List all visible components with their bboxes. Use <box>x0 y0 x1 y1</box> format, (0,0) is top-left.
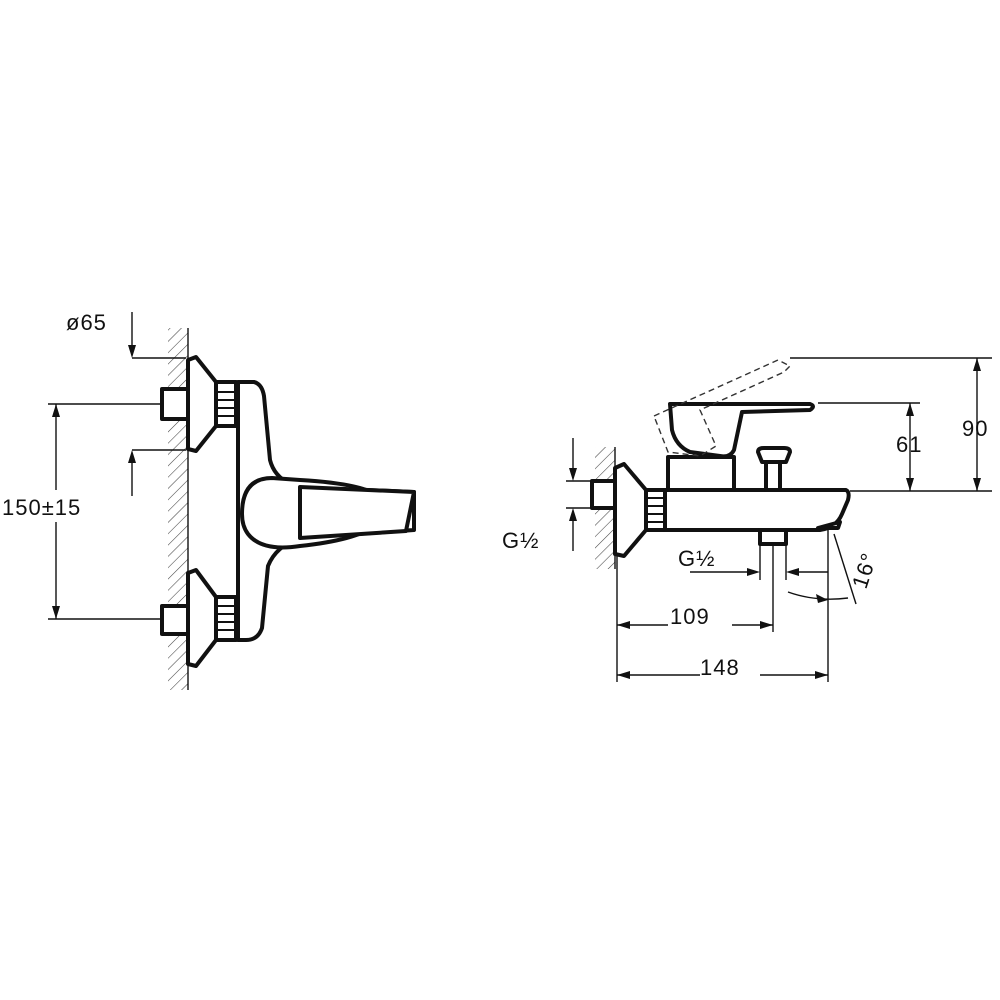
angle-ref-inclined <box>833 533 857 605</box>
lever-open-ghost <box>653 359 792 457</box>
side-nut-thread <box>648 497 663 523</box>
upper-inlet-stub <box>160 387 190 421</box>
lower-inlet-stub <box>160 604 190 636</box>
dia-arrowhead-bottom <box>128 450 136 463</box>
shower-outlet <box>758 528 788 546</box>
side-nut <box>644 488 667 532</box>
lower-escutcheon <box>186 568 218 668</box>
side-body <box>663 488 851 532</box>
dim148-arrow-left <box>617 671 630 679</box>
outlet-thread-label: G½ <box>678 546 715 571</box>
dim90-arrow-top <box>973 358 981 371</box>
spacing-label: 150±15 <box>2 495 81 520</box>
spout-angle-label: 16° <box>847 549 882 591</box>
angle-arrow <box>816 594 828 603</box>
diverter-stem <box>764 460 782 492</box>
outlet-arrow-right <box>786 568 799 576</box>
upper-escutcheon <box>186 355 218 453</box>
spacing-arrowhead-top <box>52 404 60 417</box>
dim61-arrow-bottom <box>906 478 914 491</box>
dia-arrowhead-top <box>128 345 136 358</box>
outlet-arrow-left <box>747 568 760 576</box>
dim90-arrow-bottom <box>973 478 981 491</box>
height-lever-label: 61 <box>896 432 922 457</box>
lever-closed <box>668 402 815 459</box>
cartridge-block <box>666 455 736 492</box>
projection-outlet-label: 109 <box>670 604 710 629</box>
spacing-arrowhead-bottom <box>52 606 60 619</box>
side-inlet-stub <box>590 479 617 510</box>
lower-nut <box>214 595 238 642</box>
diameter-label: ø65 <box>66 310 107 335</box>
side-view: 61 90 G½ G½ 16° 109 <box>502 357 992 682</box>
dim109-arrow-left <box>617 621 630 629</box>
upper-nut-thread <box>218 391 234 417</box>
dim148-arrow-right <box>815 671 828 679</box>
dim109-arrow-right <box>760 621 773 629</box>
diverter-knob <box>756 446 792 464</box>
inlet-thread-label: G½ <box>502 528 539 553</box>
side-escutcheon <box>613 462 648 558</box>
front-view: ø65 150±15 <box>2 310 416 690</box>
lower-nut-thread <box>218 605 234 631</box>
height-total-label: 90 <box>962 416 988 441</box>
inlet-arrow-top <box>569 468 577 481</box>
inlet-arrow-bottom <box>569 508 577 521</box>
dim61-arrow-top <box>906 403 914 416</box>
upper-nut <box>214 380 238 428</box>
spout-aerator <box>816 520 842 530</box>
lever-tip <box>298 485 416 540</box>
projection-total-label: 148 <box>700 655 740 680</box>
